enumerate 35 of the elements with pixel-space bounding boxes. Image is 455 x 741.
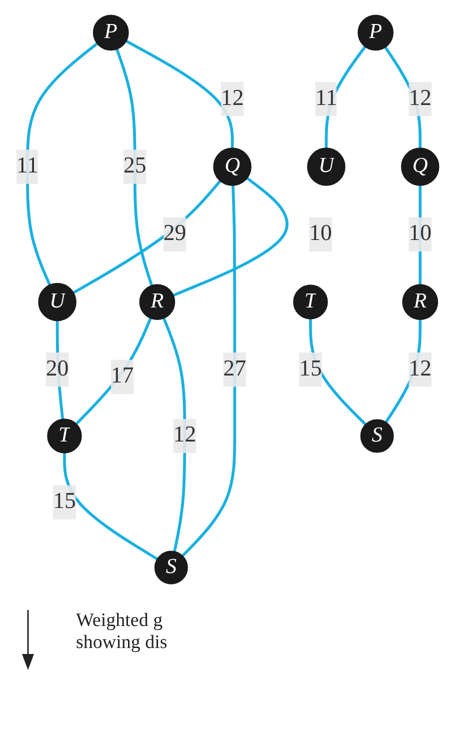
edge-label: 10 <box>309 222 332 246</box>
edge-label: 10 <box>408 222 432 246</box>
node-circle: Q <box>213 148 252 186</box>
edge-label: 29 <box>163 222 186 246</box>
edge-label: 15 <box>53 490 76 514</box>
connector <box>172 177 288 298</box>
node-circle: S <box>360 420 394 454</box>
node-circle: T <box>47 419 82 454</box>
edge-label: 12 <box>408 86 432 111</box>
edge-label: 15 <box>299 357 322 382</box>
node-circle: T <box>293 285 328 320</box>
caption-text: Weighted g showing dis <box>76 610 168 654</box>
node-circle: S <box>154 551 188 585</box>
node-circle: R <box>402 284 438 320</box>
node-circle: R <box>139 284 176 320</box>
edge-label: 20 <box>46 357 69 382</box>
edge-label: 25 <box>123 154 146 179</box>
connector <box>72 180 222 295</box>
connector <box>75 318 152 426</box>
edge-label: 11 <box>315 86 338 111</box>
node-circle: U <box>38 283 76 322</box>
edge-label: 12 <box>220 86 244 111</box>
node-circle: U <box>307 148 346 186</box>
edge-label: 17 <box>110 364 134 389</box>
connector <box>115 48 154 287</box>
node-circle: P <box>358 15 394 52</box>
edge-label: 12 <box>173 424 196 448</box>
edge-label: 11 <box>16 154 38 179</box>
edge-label: 12 <box>408 357 432 382</box>
node-circle: P <box>92 15 129 52</box>
connector <box>181 186 236 558</box>
connector <box>63 453 158 561</box>
edge-label: 27 <box>223 357 246 382</box>
node-circle: Q <box>401 148 440 186</box>
connector <box>125 40 234 149</box>
